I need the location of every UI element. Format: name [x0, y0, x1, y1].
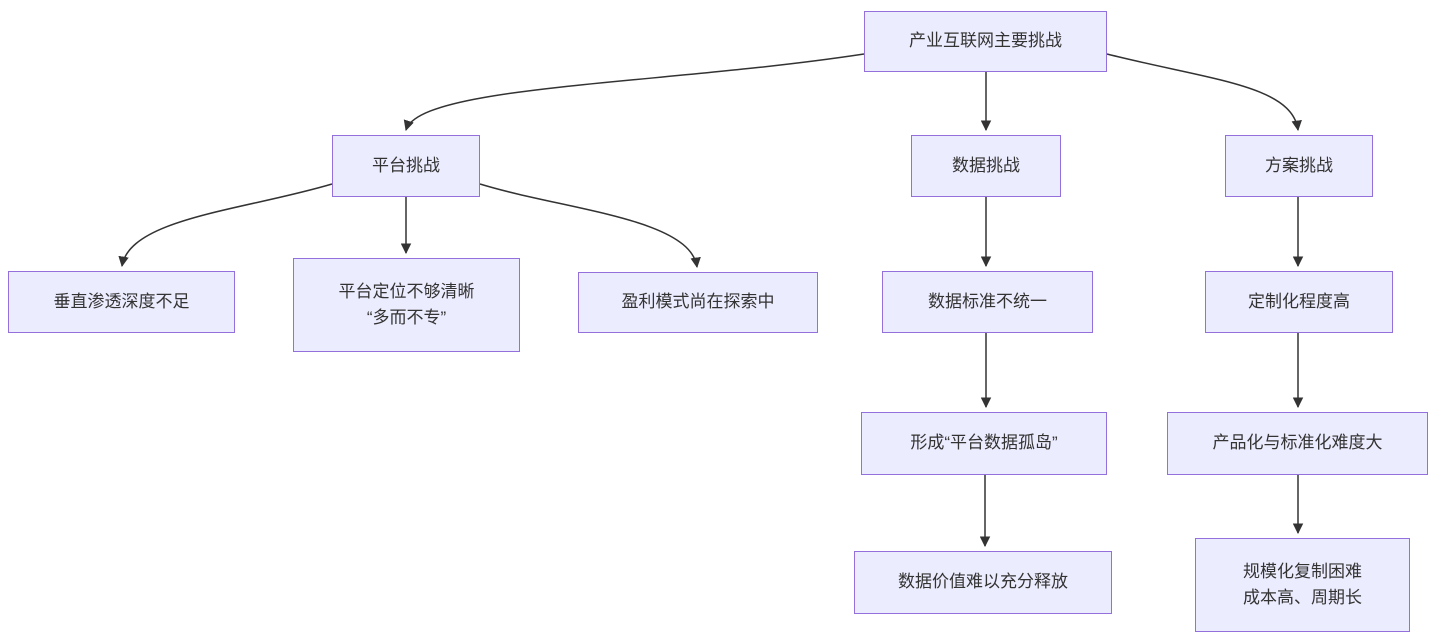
node-scale-line1: 规模化复制困难 — [1243, 561, 1362, 581]
node-island-label: 形成“平台数据孤岛” — [910, 433, 1058, 453]
node-vertical-label: 垂直渗透深度不足 — [53, 291, 190, 311]
node-platform-challenge: 平台挑战 — [332, 135, 480, 197]
node-solution-label: 方案挑战 — [1265, 155, 1333, 175]
node-customization: 定制化程度高 — [1205, 271, 1393, 333]
node-profit-label: 盈利模式尚在探索中 — [621, 292, 775, 312]
node-solution-challenge: 方案挑战 — [1225, 135, 1373, 197]
node-root-label: 产业互联网主要挑战 — [909, 31, 1062, 51]
node-standard-label: 数据标准不统一 — [928, 291, 1047, 311]
node-platform-positioning: 平台定位不够清晰 “多而不专” — [293, 258, 520, 352]
node-data-island: 形成“平台数据孤岛” — [861, 412, 1107, 475]
node-value-label: 数据价值难以充分释放 — [898, 572, 1068, 592]
node-data-challenge: 数据挑战 — [911, 135, 1061, 197]
node-positioning-line1: 平台定位不够清晰 — [338, 281, 475, 301]
node-vertical-penetration: 垂直渗透深度不足 — [8, 271, 235, 333]
edge-platform-vertical — [118, 183, 333, 268]
node-productization: 产品化与标准化难度大 — [1167, 412, 1428, 475]
node-platform-label: 平台挑战 — [372, 155, 440, 175]
node-data-standard: 数据标准不统一 — [882, 271, 1093, 333]
node-scale-replication: 规模化复制困难 成本高、周期长 — [1195, 538, 1410, 632]
node-custom-label: 定制化程度高 — [1248, 291, 1350, 311]
node-data-value: 数据价值难以充分释放 — [854, 551, 1112, 614]
edge-root-solution — [1106, 53, 1302, 132]
node-positioning-line2: “多而不专” — [366, 308, 447, 327]
node-productize-label: 产品化与标准化难度大 — [1212, 433, 1383, 453]
node-scale-line2: 成本高、周期长 — [1243, 588, 1362, 607]
node-data-label: 数据挑战 — [952, 155, 1020, 175]
edge-root-platform — [403, 53, 865, 132]
node-root: 产业互联网主要挑战 — [864, 11, 1107, 72]
node-profit-model: 盈利模式尚在探索中 — [578, 272, 818, 333]
edge-platform-profit — [479, 183, 701, 269]
